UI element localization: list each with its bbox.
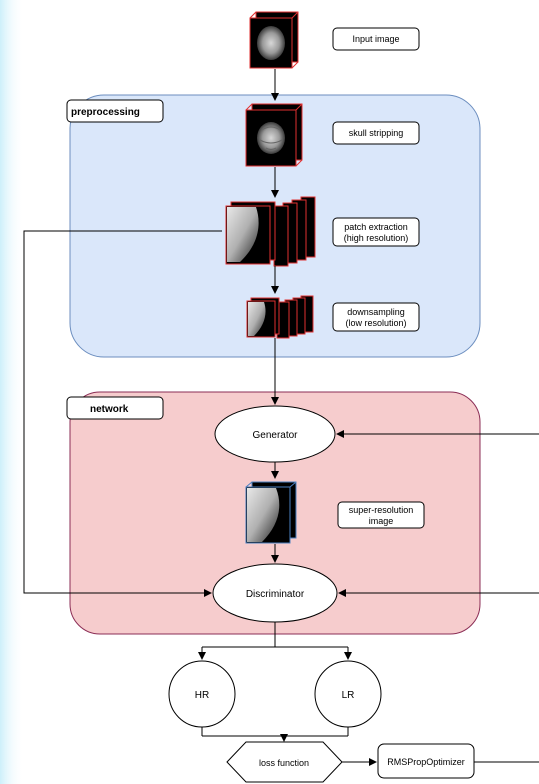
downsampling-label-line1: downsampling [347,307,405,317]
network-label: network [90,404,129,415]
lr-label: LR [342,690,355,701]
input-image-label: Input image [352,34,399,44]
optimizer-node [377,743,475,779]
hr-label: HR [195,690,209,701]
generator-label: Generator [252,430,298,441]
downsampling-stack [246,295,314,339]
patch-extraction-label-line1: patch extraction [344,222,408,232]
patch-extraction-stack [225,196,316,267]
loss-function-label: loss function [259,758,309,768]
optimizer-label: RMSPropOptimizer [387,757,465,767]
super-resolution-label-box [337,501,425,529]
super-resolution-image-stack [245,481,297,544]
input-image-stack [249,11,299,69]
network-label-box [66,396,164,420]
skull-stripping-label-box [332,121,420,145]
patch-extraction-label-box [332,217,420,247]
input-image-label-box [332,27,420,51]
discriminator-label: Discriminator [246,589,305,600]
skull-stripping-label: skull stripping [349,128,404,138]
skull-stripping-stack [245,103,303,167]
connectors [23,69,539,766]
super-resolution-label-line1: super-resolution [349,505,414,515]
downsampling-label-box [332,302,420,332]
downsampling-label-line2: (low resolution) [345,318,406,328]
preprocessing-label-box [66,99,164,123]
left-gradient-strip [0,0,24,784]
patch-extraction-label-line2: (high resolution) [344,233,409,243]
super-resolution-label-line2: image [369,516,394,526]
preprocessing-label: preprocessing [71,107,140,118]
